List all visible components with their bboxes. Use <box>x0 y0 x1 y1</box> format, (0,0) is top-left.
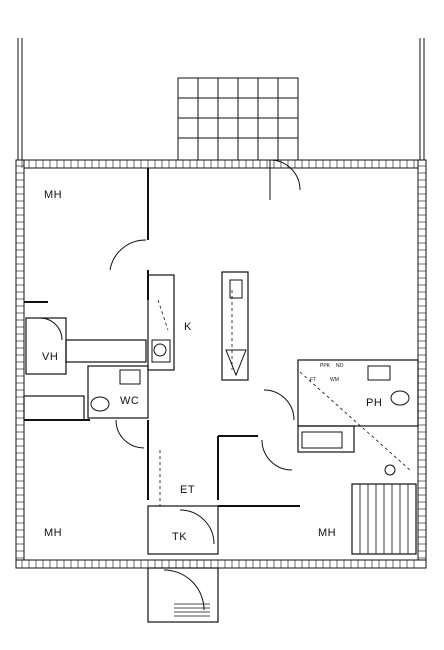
patio-tiles <box>177 77 299 161</box>
room-label-vh: VH <box>42 351 59 363</box>
room-label-tk: TK <box>172 531 188 543</box>
room-label-mh-bottom-right: MH <box>318 527 337 539</box>
room-label-ph: PH <box>366 397 383 409</box>
room-label-mh-top: MH <box>44 189 63 201</box>
fixture-label-ft: FT <box>310 377 317 383</box>
room-label-mh-bottom-left: MH <box>44 527 63 539</box>
fixture-label-ppk: PPK <box>320 363 331 369</box>
fixture-label-wm: WM <box>330 377 339 383</box>
room-label-wc: WC <box>120 395 140 407</box>
room-label-et: ET <box>180 484 196 496</box>
fixture-label-no: NO <box>336 363 344 369</box>
room-label-k: K <box>184 321 192 333</box>
